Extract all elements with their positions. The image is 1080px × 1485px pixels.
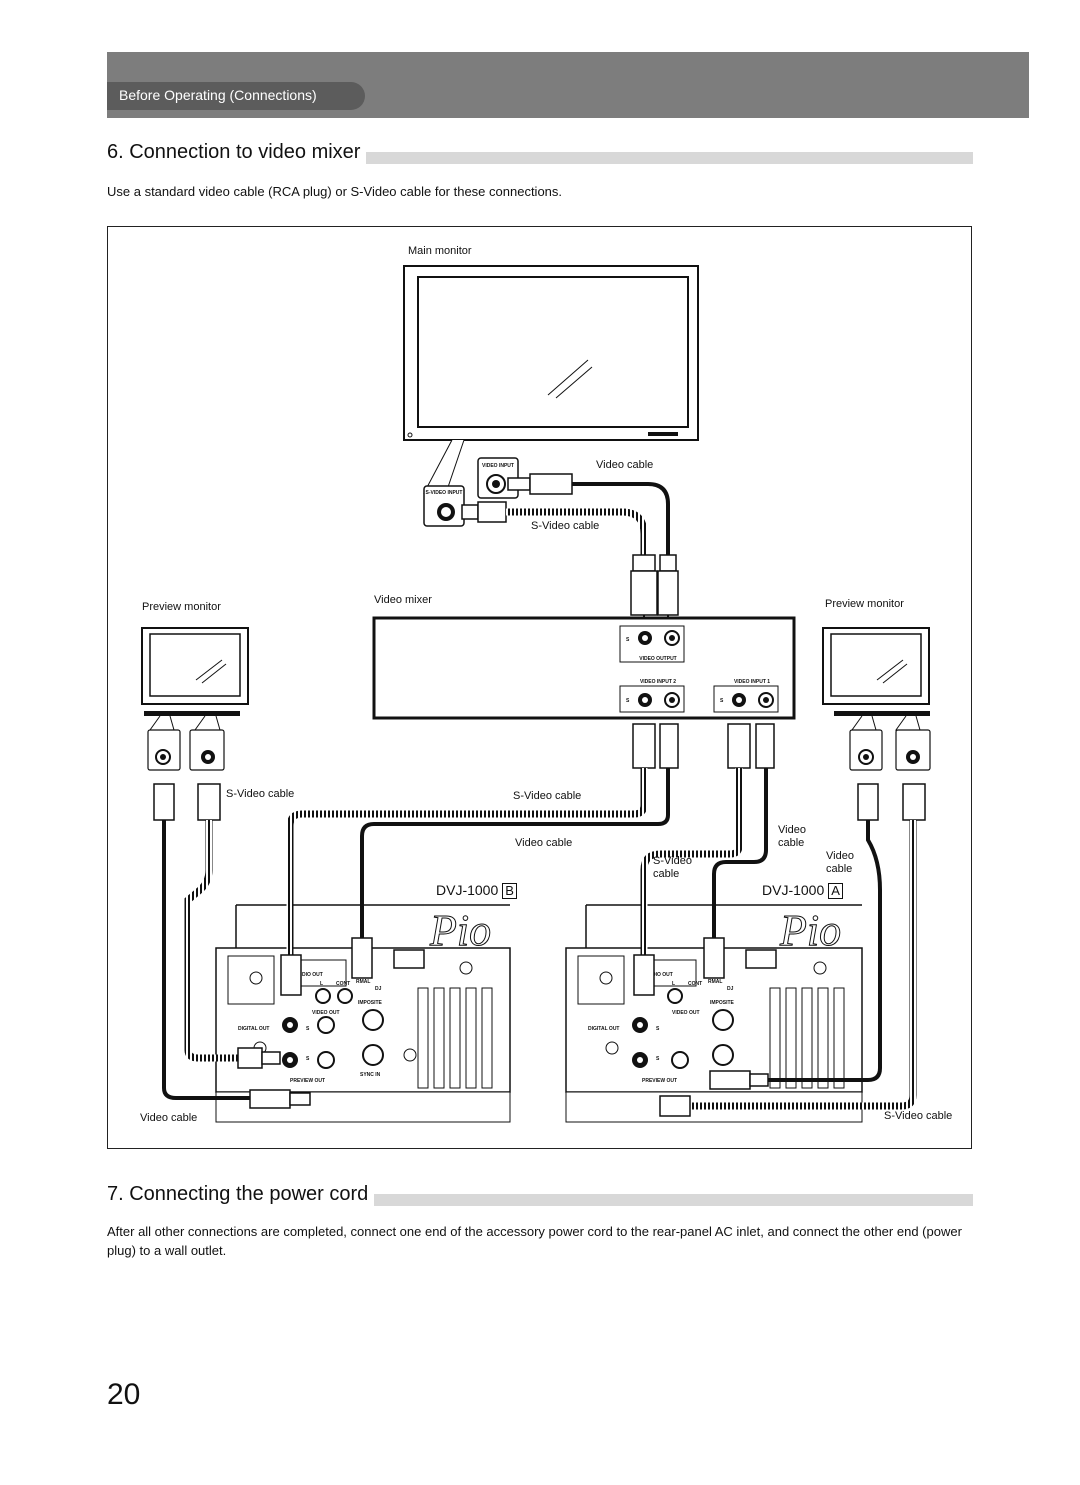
svg-text:VIDEO INPUT 2: VIDEO INPUT 2 [640, 679, 676, 685]
svg-text:Pio: Pio [779, 906, 841, 955]
svideo-cable-label-left: S-Video cable [226, 788, 295, 800]
svg-text:CONT: CONT [336, 981, 350, 987]
svg-text:VIDEO INPUT: VIDEO INPUT [482, 463, 514, 469]
svg-text:DIO OUT: DIO OUT [652, 972, 673, 978]
svg-text:S: S [306, 1056, 310, 1062]
video-mixer-label: Video mixer [374, 594, 432, 606]
video-cable-label-right-2: Video cable [826, 850, 854, 875]
section-6-intro: Use a standard video cable (RCA plug) or… [107, 184, 563, 199]
svg-text:DJ: DJ [727, 986, 734, 992]
dvj-a-unit-badge: A [828, 883, 843, 899]
svg-text:CONT: CONT [688, 981, 702, 987]
svg-text:S: S [656, 1026, 660, 1032]
svg-text:DIGITAL OUT: DIGITAL OUT [238, 1026, 269, 1032]
svg-text:VIDEO OUT: VIDEO OUT [312, 1010, 340, 1016]
video-cable-label-right-1: Video cable [778, 824, 806, 849]
svg-text:DIO OUT: DIO OUT [302, 972, 323, 978]
section-label: Before Operating (Connections) [119, 87, 317, 103]
mixer-output-plugs [630, 554, 679, 628]
header-band: Before Operating (Connections) [107, 52, 1029, 118]
svg-text:PREVIEW OUT: PREVIEW OUT [290, 1078, 325, 1084]
video-cable-label-mid: Video cable [515, 837, 573, 849]
svg-text:DIGITAL OUT: DIGITAL OUT [588, 1026, 619, 1032]
svg-text:PREVIEW OUT: PREVIEW OUT [642, 1078, 677, 1084]
section-6-title: 6. Connection to video mixer [107, 141, 367, 164]
svg-text:S-VIDEO INPUT: S-VIDEO INPUT [426, 490, 463, 496]
svg-text:IMPOSITE: IMPOSITE [358, 1000, 383, 1006]
svg-text:S: S [656, 1056, 660, 1062]
svg-text:RMAL: RMAL [708, 979, 722, 985]
svg-text:L: L [320, 981, 323, 987]
svg-text:IMPOSITE: IMPOSITE [710, 1000, 735, 1006]
svg-text:S: S [626, 698, 630, 704]
dvj-a-plugs [633, 937, 777, 1117]
main-monitor-inputs: VIDEO INPUT S-VIDEO INPUT [423, 439, 573, 527]
section-tab: Before Operating (Connections) [107, 82, 365, 110]
svg-text:Pio: Pio [429, 906, 491, 955]
svideo-cable-label-bottom-right: S-Video cable [884, 1110, 953, 1122]
svg-text:SYNC IN: SYNC IN [360, 1072, 381, 1078]
video-cable-label-bottom-left: Video cable [140, 1112, 198, 1124]
svg-text:DJ: DJ [375, 986, 382, 992]
dvj-a-model: DVJ-1000 [762, 882, 825, 898]
section-7-title: 7. Connecting the power cord [107, 1183, 375, 1206]
main-monitor [403, 265, 699, 441]
mixer-input-plugs [632, 723, 775, 769]
svideo-cable-label-top: S-Video cable [531, 520, 600, 532]
svg-text:VIDEO OUT: VIDEO OUT [672, 1010, 700, 1016]
svideo-cable-label-mid: S-Video cable [513, 790, 582, 802]
preview-monitor-right-label: Preview monitor [825, 598, 904, 610]
main-monitor-label: Main monitor [408, 245, 472, 257]
preview-monitor-left-label: Preview monitor [142, 601, 221, 613]
svg-text:S: S [306, 1026, 310, 1032]
video-mixer: S VIDEO OUTPUT VIDEO INPUT 2 S VIDEO INP… [372, 616, 796, 720]
svg-text:S: S [720, 698, 724, 704]
svg-text:VIDEO OUTPUT: VIDEO OUTPUT [639, 656, 677, 662]
preview-monitor-right [822, 627, 931, 821]
svg-text:VIDEO INPUT 1: VIDEO INPUT 1 [734, 679, 770, 685]
svg-text:RMAL: RMAL [356, 979, 370, 985]
page-number: 20 [107, 1378, 141, 1411]
dvj-1000-a-chassis: Pio DIO OUT L CONT RMAL DJ IMPOSITE VIDE… [565, 904, 863, 1123]
svideo-cable-label-b: S-Video cable [653, 855, 692, 880]
dvj-b-plugs [237, 937, 425, 1109]
svg-text:L: L [672, 981, 675, 987]
section-7-body: After all other connections are complete… [107, 1224, 962, 1258]
preview-monitor-left [141, 627, 249, 821]
video-cable-label-top: Video cable [596, 459, 654, 471]
svg-text:S: S [626, 637, 630, 643]
dvj-b-model: DVJ-1000 [436, 882, 499, 898]
dvj-b-unit-badge: B [502, 883, 517, 899]
connection-diagram-frame [107, 226, 972, 1149]
